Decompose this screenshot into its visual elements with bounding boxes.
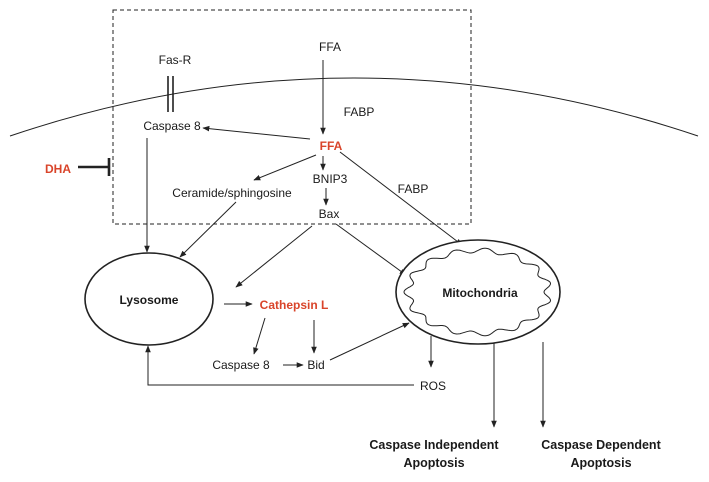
dha-label: DHA: [45, 162, 71, 176]
mitochondria-outer-membrane: [395, 239, 561, 345]
caspase-dependent-label-line1: Caspase Dependent: [541, 438, 661, 452]
bid-label: Bid: [307, 358, 324, 372]
arrow-bid-to-mitochondria: [329, 322, 410, 361]
fabp-right-label: FABP: [398, 182, 429, 196]
fabp-top-label: FABP: [344, 105, 375, 119]
arrow-ros-to-lysosome: [145, 345, 414, 386]
arrow-ffa-to-mitochondria: [339, 151, 463, 246]
ffa-top-label: FFA: [319, 40, 341, 54]
mitochondria-cristae: [403, 247, 552, 337]
caspase-independent-label-line2: Apoptosis: [403, 456, 464, 470]
arrow-ffa-to-ceramide: [253, 154, 317, 181]
arrow-cathepsin-to-caspase8: [253, 317, 266, 355]
fas-r-label: Fas-R: [159, 53, 192, 67]
dashed-region-box: [112, 9, 472, 225]
mitochondria-label: Mitochondria: [442, 286, 518, 300]
bax-label: Bax: [319, 207, 340, 221]
caspase-dependent-label-line2: Apoptosis: [570, 456, 631, 470]
lysosome-label: Lysosome: [120, 293, 179, 307]
caspase8-top-label: Caspase 8: [143, 119, 201, 133]
ceramide-label: Ceramide/sphingosine: [172, 186, 292, 200]
caspase-independent-label-line1: Caspase Independent: [369, 438, 499, 452]
arrow-ffa-to-caspase8: [202, 125, 311, 140]
arrow-bax-to-cathepsin: [235, 225, 313, 288]
bnip3-label: BNIP3: [313, 172, 348, 186]
arrow-ceramide-to-lysosome: [179, 201, 237, 258]
arrow-bax-to-mitochondria: [335, 223, 407, 276]
cathepsin-l-label: Cathepsin L: [260, 298, 329, 312]
ffa-center-label: FFA: [320, 139, 343, 153]
lysosome-shape: [84, 252, 214, 346]
cell-membrane-arc: [9, 77, 699, 137]
caspase8-bottom-label: Caspase 8: [212, 358, 270, 372]
ros-label: ROS: [420, 379, 446, 393]
